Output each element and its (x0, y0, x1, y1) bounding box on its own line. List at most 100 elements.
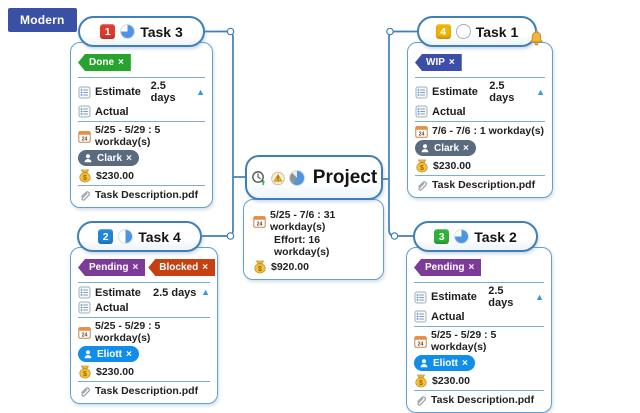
svg-text:$: $ (83, 175, 87, 182)
attachment-name[interactable]: Task Description.pdf (95, 189, 199, 201)
cost-value: $230.00 (96, 365, 134, 378)
project-node-header[interactable]: Project (245, 155, 383, 200)
assignee-badge[interactable]: Eliott × (78, 346, 139, 362)
estimate-value: 2.5 days (489, 80, 515, 104)
cost-value: $230.00 (433, 159, 471, 172)
divider (78, 185, 205, 186)
calendar-icon: 24 (78, 130, 91, 143)
collapse-arrow-icon[interactable]: ▲ (201, 287, 210, 297)
task3-card[interactable]: Done × Estimate 2.5 days ▲ Actual 24 5/2… (70, 42, 213, 208)
project-dates-row: 24 5/25 - 7/6 : 31 workday(s) (253, 209, 374, 233)
dates-row: 24 5/25 - 5/29 : 5 workday(s) (78, 320, 210, 344)
collapse-arrow-icon[interactable]: ▲ (535, 291, 544, 302)
assignee-close-icon[interactable]: × (126, 348, 132, 360)
progress-pie-icon (120, 24, 136, 39)
tag-label: WIP (426, 57, 445, 68)
actual-row: Actual (78, 104, 205, 119)
priority-badge: 4 (435, 24, 451, 39)
connector-lines (200, 27, 420, 240)
collapse-handle[interactable] (226, 27, 235, 36)
assignee-badge[interactable]: Clark × (78, 150, 139, 166)
tag-label: Blocked (159, 262, 199, 273)
calendar-icon: 24 (415, 125, 428, 138)
project-card[interactable]: 24 5/25 - 7/6 : 31 workday(s) Effort: 16… (243, 199, 384, 280)
svg-text:24: 24 (82, 332, 88, 338)
attachment-row[interactable]: Task Description.pdf (415, 178, 545, 192)
attachment-name[interactable]: Task Description.pdf (432, 179, 536, 191)
estimate-value: 2.5 days (153, 286, 197, 299)
paperclip-icon (81, 386, 90, 397)
task1-card[interactable]: WIP × Estimate 2.5 days ▲ Actual 24 7/6 … (407, 42, 553, 198)
tag-done[interactable]: Done × (78, 54, 131, 71)
divider (78, 317, 210, 318)
tag-close-icon[interactable]: × (118, 57, 124, 68)
project-cost-row: $ $920.00 (253, 259, 374, 274)
task1-node-header[interactable]: 4 Task 1 (417, 16, 537, 47)
actual-label: Actual (95, 105, 129, 118)
project-effort: Effort: 16 workday(s) (274, 234, 330, 258)
money-bag-icon: $ (416, 159, 428, 173)
tag-label: Pending (425, 262, 465, 273)
assignee-name: Eliott (433, 357, 458, 369)
assignee-name: Clark (434, 142, 460, 154)
calendar-icon: 24 (78, 326, 91, 339)
attachment-row[interactable]: Task Description.pdf (78, 384, 210, 398)
task2-node-header[interactable]: 3 Task 2 (413, 221, 538, 252)
calendar-icon: 24 (253, 215, 266, 228)
tag-close-icon[interactable]: × (202, 262, 209, 273)
money-bag-icon: $ (79, 365, 91, 379)
task2-card[interactable]: Pending × Estimate 2.5 days ▲ Actual 24 … (406, 247, 552, 413)
svg-text:24: 24 (418, 341, 424, 347)
svg-text:$: $ (83, 371, 87, 378)
assignee-close-icon[interactable]: × (462, 357, 468, 369)
money-bag-icon: $ (415, 374, 427, 388)
task4-card[interactable]: Pending × Blocked × Estimate 2.5 days ▲ … (70, 247, 218, 404)
assignee-badge[interactable]: Eliott × (414, 355, 475, 371)
task4-node-header[interactable]: 2 Task 4 (77, 221, 202, 252)
assignee-badge[interactable]: Clark × (415, 140, 476, 156)
paperclip-icon (417, 395, 426, 406)
assignee-close-icon[interactable]: × (463, 142, 469, 154)
assignee-close-icon[interactable]: × (126, 152, 132, 164)
tag-pending[interactable]: Pending × (78, 259, 146, 276)
task-title: Task 4 (138, 228, 181, 245)
tag-close-icon[interactable]: × (468, 262, 475, 273)
collapse-handle[interactable] (390, 232, 399, 240)
assignee-row: Eliott × (414, 355, 544, 371)
svg-text:$: $ (419, 380, 423, 387)
estimate-label: Estimate (431, 291, 477, 303)
priority-badge: 3 (434, 229, 450, 244)
task3-node-header[interactable]: 1 Task 3 (78, 16, 205, 47)
assignee-row: Eliott × (78, 346, 210, 362)
list-icon (78, 86, 91, 98)
tag-wip[interactable]: WIP × (415, 54, 462, 71)
attachment-name[interactable]: Task Description.pdf (431, 394, 535, 406)
actual-label: Actual (95, 301, 129, 314)
attachment-row[interactable]: Task Description.pdf (78, 188, 205, 202)
estimate-row: Estimate 2.5 days ▲ (78, 285, 210, 300)
cost-row: $ $230.00 (78, 364, 210, 379)
collapse-handle[interactable] (386, 27, 394, 36)
list-icon (78, 286, 91, 299)
tag-close-icon[interactable]: × (448, 57, 455, 68)
estimate-label: Estimate (95, 286, 141, 299)
date-range: 5/25 - 5/29 : 5 workday(s) (95, 124, 161, 148)
divider (414, 282, 544, 283)
collapse-arrow-icon[interactable]: ▲ (196, 86, 205, 97)
money-bag-icon: $ (254, 260, 266, 274)
attachment-name[interactable]: Task Description.pdf (95, 385, 199, 397)
collapse-arrow-icon[interactable]: ▲ (536, 86, 545, 97)
attachment-row[interactable]: Task Description.pdf (414, 393, 544, 407)
tag-close-icon[interactable]: × (132, 262, 139, 273)
tag-label: Pending (89, 262, 129, 273)
tag-pending[interactable]: Pending × (414, 259, 482, 276)
divider (78, 282, 210, 283)
actual-row: Actual (415, 104, 545, 119)
priority-badge: 2 (98, 229, 114, 244)
tag-blocked[interactable]: Blocked × (148, 259, 216, 276)
cost-alert-icon (271, 171, 285, 185)
list-icon (78, 105, 91, 118)
project-effort-row: Effort: 16 workday(s) (253, 234, 374, 258)
tag-row: Pending × (414, 259, 544, 276)
collapse-handle[interactable] (226, 232, 235, 240)
